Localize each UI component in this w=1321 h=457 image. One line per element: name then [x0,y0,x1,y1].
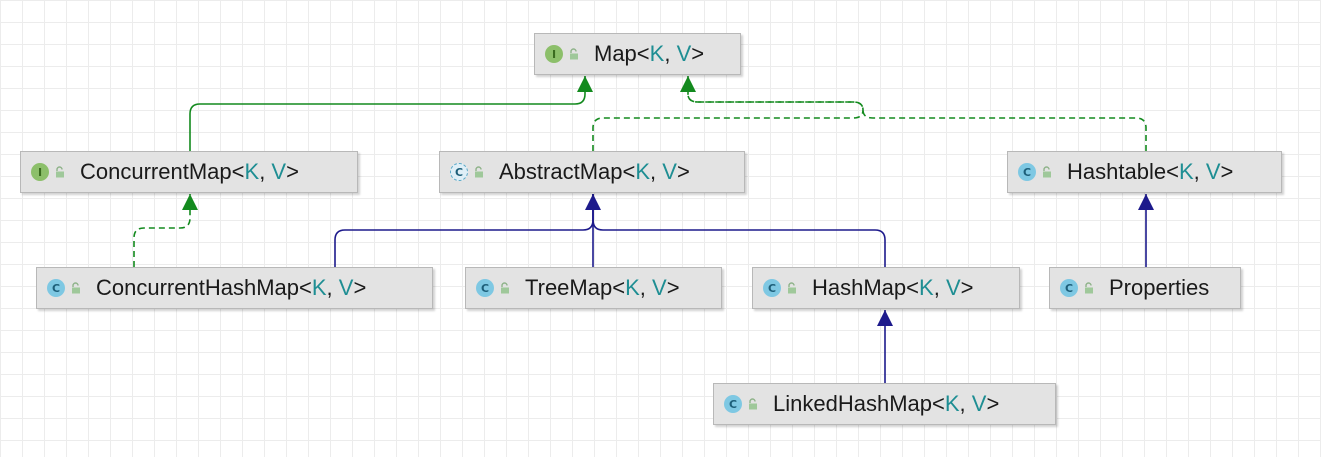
class-name: TreeMap [525,275,613,300]
node-label: ConcurrentHashMap<K, V> [96,275,367,300]
type-param: V [652,275,667,300]
node-abstract-map[interactable]: C AbstractMap<K, V> [439,151,745,193]
type-param: V [662,159,677,184]
interface-icon: I [545,45,563,63]
node-properties[interactable]: C Properties [1049,267,1241,309]
class-icon: C [1060,279,1078,297]
unlocked-icon [1085,282,1093,294]
type-param: V [338,275,354,300]
type-param: V [945,275,961,300]
node-label: LinkedHashMap<K, V> [773,391,1000,416]
node-linked-hash-map[interactable]: C LinkedHashMap<K, V> [713,383,1056,425]
node-label: AbstractMap<K, V> [499,159,690,184]
unlocked-icon [1043,166,1051,178]
class-name: HashMap [812,275,907,300]
type-param: K [311,275,327,300]
class-name: ConcurrentMap [80,159,232,184]
node-label: Hashtable<K, V> [1067,159,1234,184]
unlocked-icon [501,282,509,294]
edge-concurrent-map-to-map [189,76,586,151]
class-name: Hashtable [1067,159,1167,184]
edge-concurrent-hash-map-to-concurrent-map [133,194,191,267]
class-name: ConcurrentHashMap [96,275,299,300]
unlocked-icon [570,48,578,60]
type-param: K [625,275,640,300]
unlocked-icon [56,166,64,178]
interface-icon: I [31,163,49,181]
class-icon: C [476,279,494,297]
node-tree-map[interactable]: C TreeMap<K, V> [465,267,722,309]
arrowhead [585,194,601,210]
node-label: ConcurrentMap<K, V> [80,159,299,184]
node-label: HashMap<K, V> [812,275,974,300]
class-icon: C [1018,163,1036,181]
type-param: K [244,159,260,184]
type-param: V [271,159,287,184]
edge-abstract-map-to-map [592,76,864,151]
arrowhead [577,76,593,92]
class-name: AbstractMap [499,159,623,184]
type-param: V [676,41,692,66]
unlocked-icon [788,282,796,294]
edge-hash-map-to-abstract-map [592,194,886,267]
edge-hashtable-to-map [687,76,1147,151]
node-hash-map[interactable]: C HashMap<K, V> [752,267,1020,309]
node-hashtable[interactable]: C Hashtable<K, V> [1007,151,1282,193]
unlocked-icon [72,282,80,294]
unlocked-icon [749,398,757,410]
unlocked-icon [475,166,483,178]
node-map[interactable]: I Map<K, V> [534,33,741,75]
type-param: V [971,391,987,416]
arrowhead [877,310,893,326]
node-label: TreeMap<K, V> [525,275,680,300]
type-param: K [1178,159,1194,184]
class-name: LinkedHashMap [773,391,932,416]
class-name: Properties [1109,275,1210,300]
edge-concurrent-hash-map-to-abstract-map [334,194,594,267]
class-icon: C [47,279,65,297]
class-name: Map [594,41,637,66]
type-param: K [919,275,934,300]
type-param: K [635,159,651,184]
abstract-class-icon: C [450,163,468,181]
class-icon: C [724,395,742,413]
class-icon: C [763,279,781,297]
arrowhead [182,194,198,210]
type-param: K [649,41,665,66]
arrowhead [1138,194,1154,210]
type-param: V [1205,159,1221,184]
type-param: K [944,391,960,416]
node-label: Map<K, V> [594,41,705,66]
node-concurrent-map[interactable]: I ConcurrentMap<K, V> [20,151,358,193]
arrowhead [680,76,696,92]
node-label: Properties [1109,275,1209,301]
node-concurrent-hash-map[interactable]: C ConcurrentHashMap<K, V> [36,267,433,309]
